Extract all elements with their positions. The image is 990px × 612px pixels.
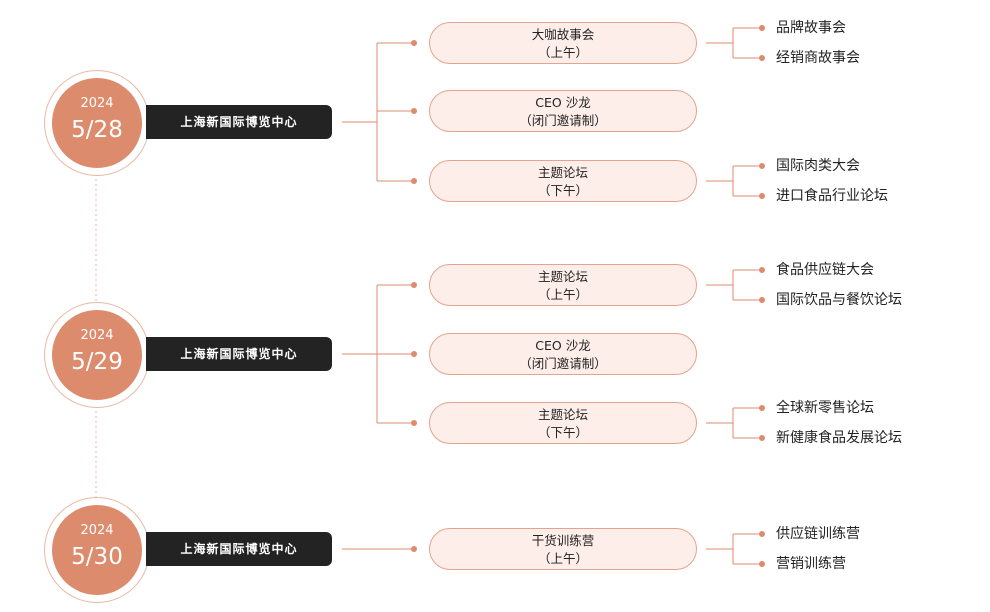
session-subtitle: （上午）	[537, 287, 588, 302]
session-dot	[411, 178, 417, 184]
session-subtitle: （下午）	[537, 425, 588, 440]
date-year: 2024	[80, 96, 114, 111]
child-dot	[759, 193, 765, 199]
date-day: 5/29	[71, 349, 123, 375]
child-dot	[759, 531, 765, 537]
sub-forum-label: 营销训练营	[776, 556, 846, 572]
session-title: 主题论坛	[537, 165, 588, 180]
session-title: CEO 沙龙	[535, 95, 591, 110]
date-year: 2024	[80, 523, 114, 538]
session-title: 主题论坛	[537, 269, 588, 284]
session-dot	[411, 108, 417, 114]
venue-label: 上海新国际博览中心	[146, 532, 332, 566]
child-dot	[759, 25, 765, 31]
session-subtitle: （闭门邀请制）	[519, 356, 607, 371]
child-dot	[759, 297, 765, 303]
session-dot	[411, 420, 417, 426]
session-subtitle: （上午）	[537, 551, 588, 566]
date-badge: 2024 5/28	[52, 78, 142, 168]
child-dot	[759, 435, 765, 441]
date-circle: 2024 5/28	[44, 70, 150, 176]
sub-forum-label: 食品供应链大会	[776, 262, 874, 278]
session-subtitle: （上午）	[537, 45, 588, 60]
session-dot	[411, 546, 417, 552]
sub-forum-label: 全球新零售论坛	[776, 400, 874, 416]
session-dot	[411, 282, 417, 288]
session-dot	[411, 351, 417, 357]
session-pill: CEO 沙龙 （闭门邀请制）	[429, 90, 697, 132]
sub-forum-label: 国际饮品与餐饮论坛	[776, 292, 902, 308]
date-badge: 2024 5/30	[52, 505, 142, 595]
session-title: 大咖故事会	[531, 27, 595, 42]
sub-forum-label: 国际肉类大会	[776, 158, 860, 174]
session-pill: 主题论坛 （下午）	[429, 160, 697, 202]
session-title: CEO 沙龙	[535, 338, 591, 353]
sub-forum-label: 供应链训练营	[776, 526, 860, 542]
date-circle: 2024 5/29	[44, 302, 150, 408]
sub-forum-label: 新健康食品发展论坛	[776, 430, 902, 446]
session-pill: 主题论坛 （上午）	[429, 264, 697, 306]
sub-forum-label: 经销商故事会	[776, 50, 860, 66]
session-title: 干货训练营	[531, 533, 595, 548]
session-pill: CEO 沙龙 （闭门邀请制）	[429, 333, 697, 375]
session-title: 主题论坛	[537, 407, 588, 422]
date-day: 5/28	[71, 117, 123, 143]
date-day: 5/30	[71, 544, 123, 570]
session-pill: 干货训练营 （上午）	[429, 528, 697, 570]
child-dot	[759, 405, 765, 411]
child-dot	[759, 163, 765, 169]
sub-forum-label: 品牌故事会	[776, 20, 846, 36]
child-dot	[759, 561, 765, 567]
date-circle: 2024 5/30	[44, 497, 150, 603]
child-dot	[759, 55, 765, 61]
date-year: 2024	[80, 328, 114, 343]
venue-label: 上海新国际博览中心	[146, 105, 332, 139]
sub-forum-label: 进口食品行业论坛	[776, 188, 888, 204]
session-subtitle: （闭门邀请制）	[519, 113, 607, 128]
session-pill: 主题论坛 （下午）	[429, 402, 697, 444]
session-subtitle: （下午）	[537, 183, 588, 198]
session-pill: 大咖故事会 （上午）	[429, 22, 697, 64]
session-dot	[411, 40, 417, 46]
venue-label: 上海新国际博览中心	[146, 337, 332, 371]
date-badge: 2024 5/29	[52, 310, 142, 400]
child-dot	[759, 267, 765, 273]
